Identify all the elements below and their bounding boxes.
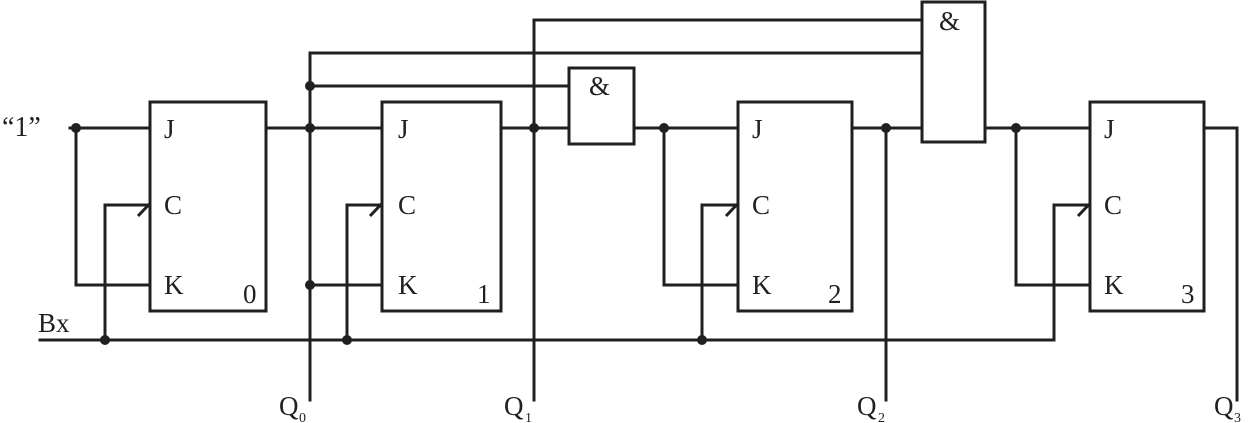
flip-flop-box <box>380 100 503 313</box>
junction-dots <box>71 81 1021 345</box>
flip-flop-1: J C K 1 <box>380 100 503 313</box>
junction-dot <box>529 123 539 133</box>
pin-j-label: J <box>752 114 763 144</box>
junction-dot <box>100 335 110 345</box>
and-gate-box <box>920 0 987 144</box>
junction-dot <box>305 81 315 91</box>
output-q-letter: Q <box>857 391 877 421</box>
clock-input-label: Bx <box>38 308 70 338</box>
pin-j-label: J <box>398 114 409 144</box>
flip-flop-0: J C K 0 <box>148 100 268 313</box>
flip-flop-box <box>148 100 268 313</box>
pin-k-label: K <box>1104 270 1124 300</box>
output-q-letter: Q <box>279 391 299 421</box>
pin-j-label: J <box>1104 114 1115 144</box>
output-q-letter: Q <box>504 391 524 421</box>
junction-dot <box>342 335 352 345</box>
flip-flop-index: 1 <box>477 279 491 309</box>
junction-dot <box>305 280 315 290</box>
flip-flop-box <box>736 100 854 313</box>
and-gate-symbol: & <box>589 71 610 101</box>
pin-c-label: C <box>164 190 182 220</box>
junction-dot <box>659 123 669 133</box>
flip-flop-index: 2 <box>828 279 842 309</box>
and-gate-large: & <box>920 0 987 144</box>
flip-flop-2: J C K 2 <box>736 100 854 313</box>
output-subscript: 1 <box>525 411 532 423</box>
flip-flop-index: 3 <box>1181 279 1195 309</box>
junction-dot <box>305 123 315 133</box>
wire-q3-out <box>1202 126 1239 402</box>
input-one-label: “1” <box>2 112 41 143</box>
and-gate-small: & <box>567 66 636 146</box>
output-subscript: 3 <box>1234 411 1241 423</box>
and-gate-symbol: & <box>939 6 960 36</box>
wire-j3-k3-tie <box>1014 126 1092 287</box>
output-q-letter: Q <box>1214 391 1234 421</box>
flip-flop-box <box>1088 100 1206 313</box>
wire-clock-c3 <box>1052 203 1092 342</box>
junction-dot <box>1011 123 1021 133</box>
pin-k-label: K <box>164 270 184 300</box>
wire-clock-c0 <box>103 203 152 342</box>
pin-c-label: C <box>1104 190 1122 220</box>
pin-k-label: K <box>752 270 772 300</box>
junction-dot <box>881 123 891 133</box>
output-label-q0: Q 0 <box>279 391 306 423</box>
wire-j0-k0-tie <box>74 126 152 287</box>
output-label-q3: Q 3 <box>1214 391 1241 423</box>
output-subscript: 2 <box>878 411 885 423</box>
pin-j-label: J <box>164 114 175 144</box>
and-gate-box <box>567 66 636 146</box>
clock-slash-markers <box>136 191 1102 218</box>
wire-clock-c2 <box>700 203 740 342</box>
flip-flop-index: 0 <box>243 279 257 309</box>
pin-c-label: C <box>398 190 416 220</box>
wire-clock-c1 <box>345 203 384 342</box>
pin-k-label: K <box>398 270 418 300</box>
junction-dot <box>697 335 707 345</box>
junction-dot <box>71 123 81 133</box>
pin-c-label: C <box>752 190 770 220</box>
output-label-q1: Q 1 <box>504 391 532 423</box>
wire-j2-k2-tie <box>662 126 740 287</box>
output-subscript: 0 <box>299 411 306 423</box>
flip-flop-3: J C K 3 <box>1088 100 1206 313</box>
output-label-q2: Q 2 <box>857 391 885 423</box>
